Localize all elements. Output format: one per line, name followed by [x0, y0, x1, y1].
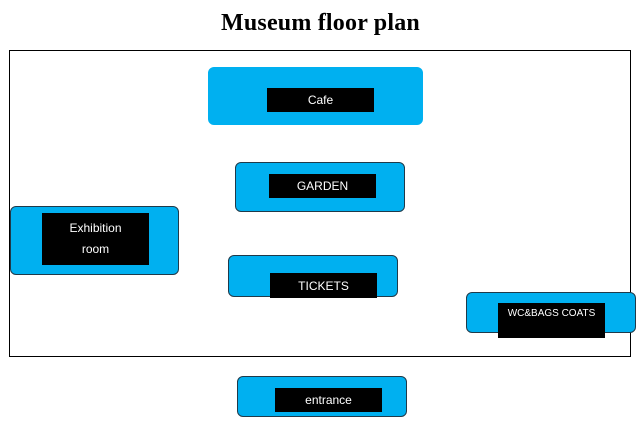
- museum-outline: [9, 50, 631, 357]
- diagram-title: Museum floor plan: [221, 10, 420, 36]
- room-garden-label: GARDEN: [269, 174, 376, 198]
- room-cafe-label: Cafe: [267, 88, 374, 112]
- room-tickets-label: TICKETS: [270, 273, 377, 298]
- room-cafe: [208, 67, 423, 125]
- room-entrance-label: entrance: [275, 388, 382, 412]
- room-wc-bags-coats-label: WC&BAGS COATS: [498, 303, 605, 338]
- room-exhibition-label: Exhibition room: [42, 213, 149, 265]
